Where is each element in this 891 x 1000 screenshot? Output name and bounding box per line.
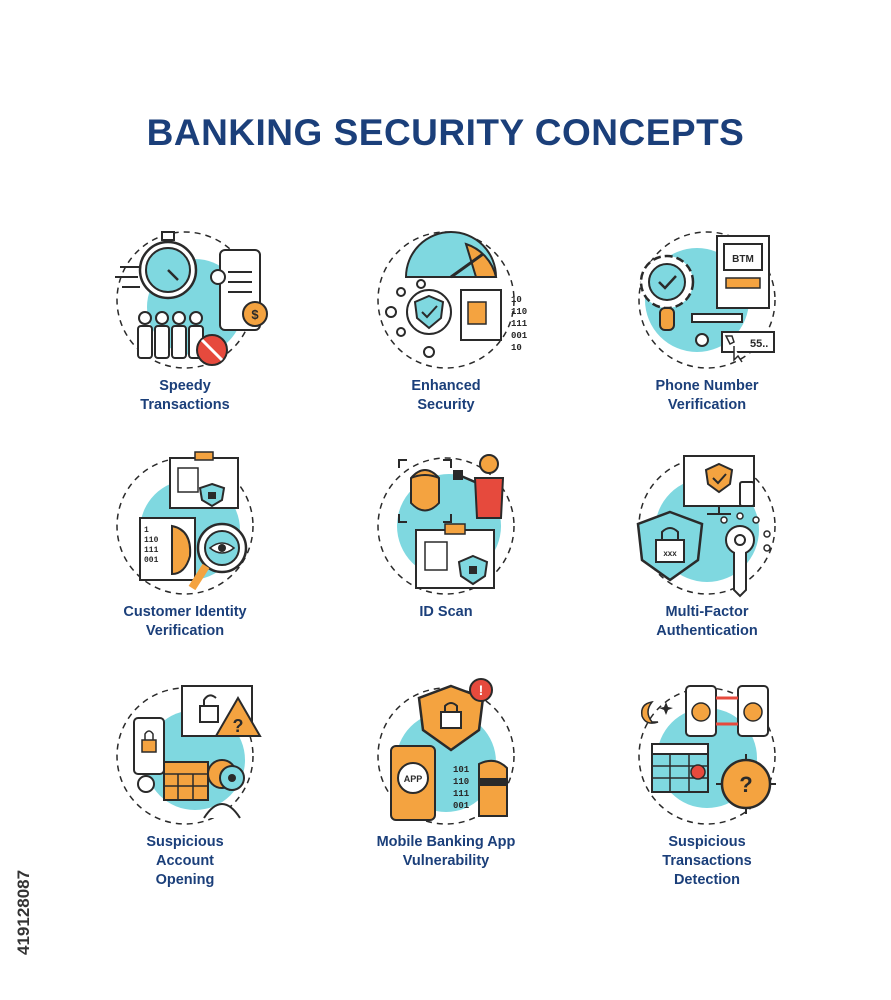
label-mobile-banking-app-vulnerability: Mobile Banking App Vulnerability <box>376 834 516 869</box>
svg-text:111: 111 <box>144 546 159 555</box>
label-speedy-transactions: Speedy Transactions <box>140 378 230 413</box>
label-enhanced-security: Enhanced Security <box>411 378 481 413</box>
multi-factor-authentication-icon: xxx <box>636 455 776 598</box>
svg-text:001: 001 <box>511 331 528 341</box>
concept-card-id-scan: ID Scan <box>346 448 546 622</box>
concept-card-multi-factor-authentication: xxx Multi-Factor Authentication <box>607 448 807 641</box>
speedy-transactions-icon: $ <box>115 231 268 369</box>
svg-text:001: 001 <box>144 556 159 565</box>
id-scan-icon <box>377 454 515 595</box>
svg-text:$: $ <box>251 307 259 322</box>
svg-text:?: ? <box>739 772 752 797</box>
mobile-banking-app-vulnerability-icon: ! APP 101 110 111 001 <box>377 678 515 825</box>
svg-text:110: 110 <box>453 777 469 787</box>
label-suspicious-account-opening: Suspicious Account Opening <box>146 834 224 888</box>
concept-card-mobile-banking-app-vulnerability: ! APP 101 110 111 001 Mobile Banking App… <box>346 678 546 871</box>
svg-text:!: ! <box>479 682 484 698</box>
concept-card-speedy-transactions: $ Speedy Transactions <box>85 222 285 415</box>
svg-text:001: 001 <box>453 801 470 811</box>
stock-id-text: 419128087 <box>14 869 33 955</box>
label-suspicious-transactions-detection: Suspicious Transactions Detection <box>662 834 752 888</box>
svg-text:xxx: xxx <box>663 549 677 558</box>
svg-text:1: 1 <box>144 526 149 535</box>
concept-card-suspicious-transactions-detection: ? Suspicious Transactions Detection <box>607 678 807 890</box>
label-multi-factor-authentication: Multi-Factor Authentication <box>656 604 758 639</box>
svg-text:110: 110 <box>511 307 527 317</box>
svg-text:BTM: BTM <box>732 254 754 265</box>
enhanced-security-icon: 10 110 111 001 10 <box>377 231 528 369</box>
phone-number-verification-icon: BTM 55.. <box>638 231 776 369</box>
customer-identity-verification-icon: 1 110 111 001 <box>116 451 254 595</box>
svg-text:10: 10 <box>511 343 522 353</box>
concept-card-phone-number-verification: BTM 55.. Phone Number Verification <box>607 222 807 415</box>
concept-card-enhanced-security: 10 110 111 001 10 Enhanced Security <box>346 222 546 415</box>
svg-text:?: ? <box>233 716 244 736</box>
stock-id-watermark: 419128087 <box>14 765 34 955</box>
svg-text:10: 10 <box>511 295 522 305</box>
label-id-scan: ID Scan <box>419 604 473 620</box>
concept-card-customer-identity-verification: 1 110 111 001 Customer Identity Verifica… <box>85 448 285 641</box>
svg-text:111: 111 <box>453 789 470 799</box>
svg-text:101: 101 <box>453 765 470 775</box>
label-phone-number-verification: Phone Number Verification <box>655 378 759 413</box>
svg-text:APP: APP <box>404 774 423 784</box>
page-title: BANKING SECURITY CONCEPTS <box>146 112 745 153</box>
svg-text:111: 111 <box>511 319 528 329</box>
svg-text:110: 110 <box>144 536 159 545</box>
label-customer-identity-verification: Customer Identity Verification <box>123 604 247 639</box>
suspicious-account-opening-icon: ? <box>116 685 262 825</box>
suspicious-transactions-detection-icon: ? <box>638 685 776 825</box>
concept-card-suspicious-account-opening: ? Suspicious Account Opening <box>85 678 285 890</box>
svg-text:55..: 55.. <box>750 338 768 350</box>
